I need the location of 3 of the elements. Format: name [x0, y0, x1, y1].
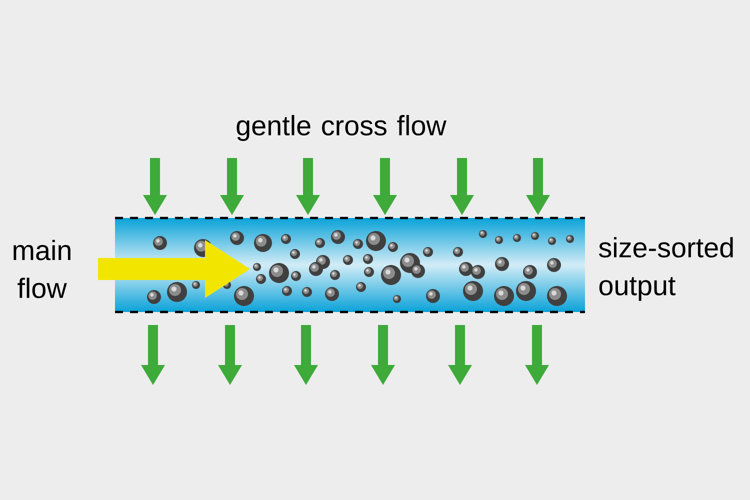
flow-label: main flow	[14, 240, 70, 298]
output-label: size-sorted output	[598, 237, 733, 301]
heading: gentle cross flow	[236, 115, 446, 141]
